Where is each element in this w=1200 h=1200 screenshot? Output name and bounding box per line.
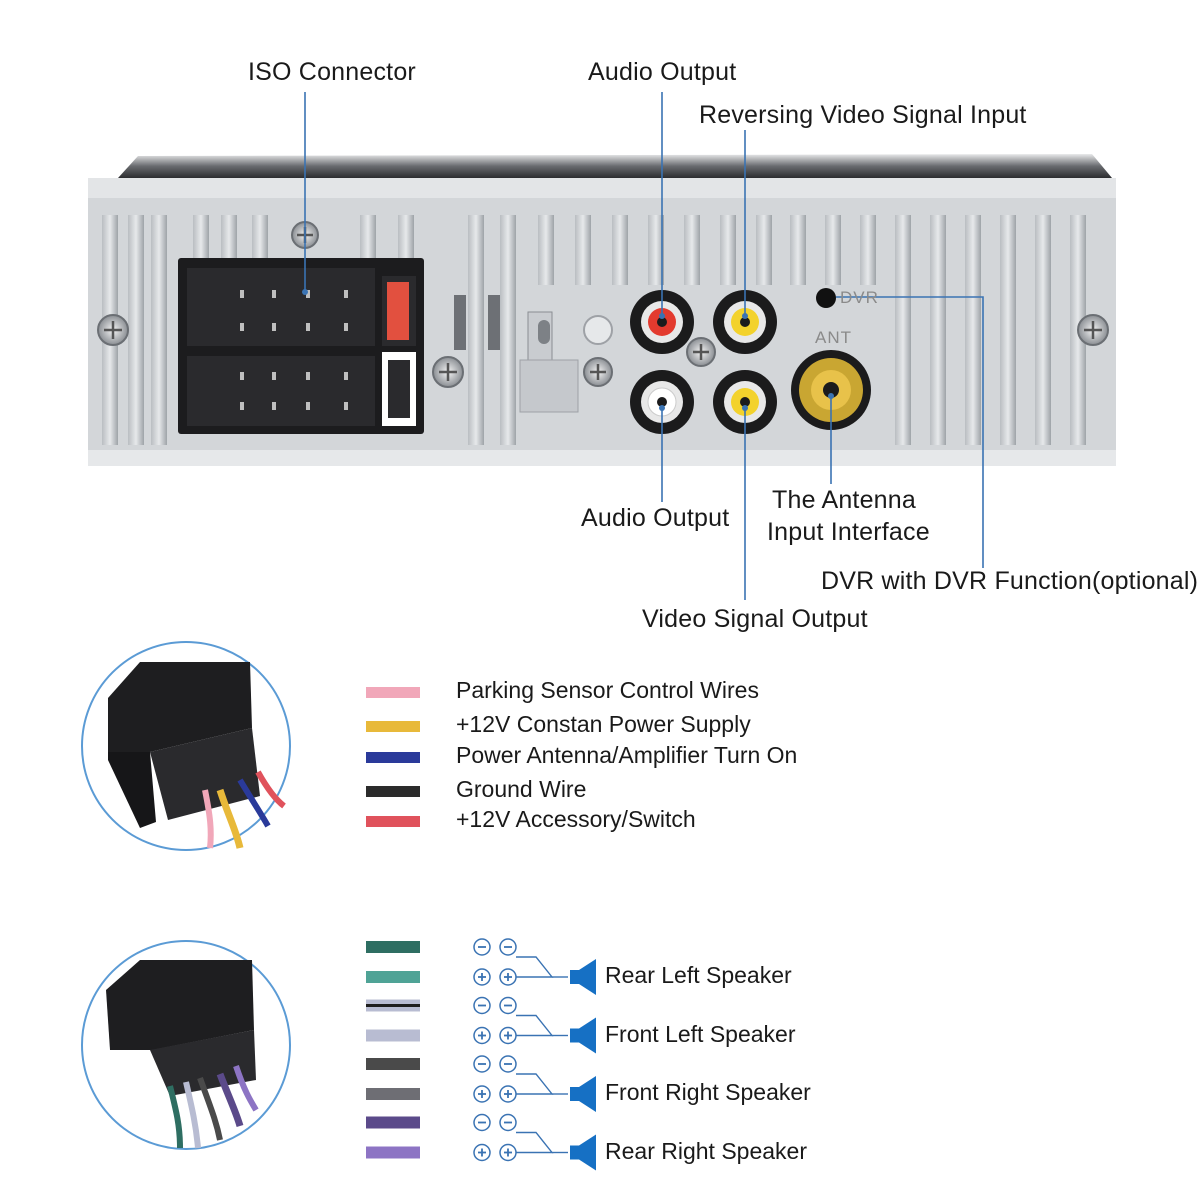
wire-swatch (366, 687, 420, 698)
rca-jack-audio-white (630, 370, 694, 434)
minus-icon (473, 938, 491, 956)
speaker-wire-swatches (366, 941, 420, 1159)
plus-icon (473, 1143, 491, 1162)
power-wire-swatches (366, 687, 420, 827)
plus-icon (473, 1085, 491, 1103)
rca-jack-audio-red (630, 290, 694, 354)
power-legend-label: Parking Sensor Control Wires (456, 677, 759, 703)
dvr-port (816, 288, 836, 308)
power-legend-label: Power Antenna/Amplifier Turn On (456, 742, 798, 768)
minus-icon (473, 996, 491, 1015)
callout-audio-output-bottom: Audio Output (581, 504, 730, 532)
speaker-legend-label: Rear Left Speaker (605, 962, 792, 988)
antenna-jack (791, 350, 871, 430)
wire-swatch-positive (366, 1146, 420, 1159)
panel-mark-dvr: DVR (840, 288, 879, 307)
power-legend-label: Ground Wire (456, 776, 587, 802)
iso-speaker-plug-photo (81, 940, 291, 1150)
panel-mark-ant: ANT (815, 328, 852, 347)
speaker-polarity-symbols (473, 938, 596, 1171)
plus-icon (499, 968, 517, 986)
iso-connector-socket (178, 258, 424, 434)
leader-lines (304, 92, 984, 600)
screw-icon (1077, 314, 1109, 346)
plus-icon (499, 1143, 517, 1162)
minus-icon (473, 1113, 491, 1132)
speaker-icon (570, 1076, 596, 1112)
speaker-icon (570, 1017, 596, 1054)
wire-swatch (366, 786, 420, 797)
plus-icon (473, 1026, 491, 1045)
speaker-icon (570, 959, 596, 995)
bracket (516, 1131, 554, 1154)
callout-dvr: DVR with DVR Function(optional) (821, 567, 1199, 595)
callout-iso-connector: ISO Connector (248, 58, 416, 86)
plus-icon (499, 1026, 517, 1045)
wire-swatch-negative (366, 1116, 420, 1129)
plus-icon (499, 1085, 517, 1103)
callout-antenna-line2: Input Interface (767, 518, 930, 546)
bracket (516, 1073, 554, 1095)
speaker-legend-label: Front Left Speaker (605, 1020, 796, 1047)
plus-icon (473, 968, 491, 986)
bracket (516, 1014, 554, 1037)
iso-power-plug-photo (81, 641, 291, 851)
screw-icon (686, 337, 716, 367)
wire-swatch-positive (366, 1029, 420, 1042)
callout-video-output: Video Signal Output (642, 605, 868, 633)
minus-icon (499, 938, 517, 956)
power-legend-label: +12V Accessory/Switch (456, 806, 696, 832)
screw-icon (583, 357, 613, 387)
bracket (516, 956, 554, 978)
wire-swatch-positive (366, 971, 420, 983)
minus-icon (499, 1055, 517, 1073)
speaker-icon (570, 1134, 596, 1171)
wire-swatch (366, 721, 420, 732)
callout-reversing-video-input: Reversing Video Signal Input (699, 101, 1027, 129)
power-legend-label: +12V Constan Power Supply (456, 711, 751, 737)
wire-swatch-negative (366, 1058, 420, 1070)
wire-swatch-negative (366, 941, 420, 953)
wire-swatch-positive (366, 1088, 420, 1100)
wire-swatch (366, 816, 420, 827)
minus-icon (499, 996, 517, 1015)
callout-antenna-line1: The Antenna (772, 486, 916, 514)
minus-icon (473, 1055, 491, 1073)
minus-icon (499, 1113, 517, 1132)
rca-jack-reversing-video (713, 290, 777, 354)
screw-icon (97, 314, 129, 346)
rca-jack-video-output (713, 370, 777, 434)
wire-swatch (366, 752, 420, 763)
speaker-legend-label: Rear Right Speaker (605, 1137, 807, 1164)
speaker-legend-label: Front Right Speaker (605, 1079, 811, 1105)
callout-audio-output-top: Audio Output (588, 58, 737, 86)
screw-icon (432, 356, 464, 388)
